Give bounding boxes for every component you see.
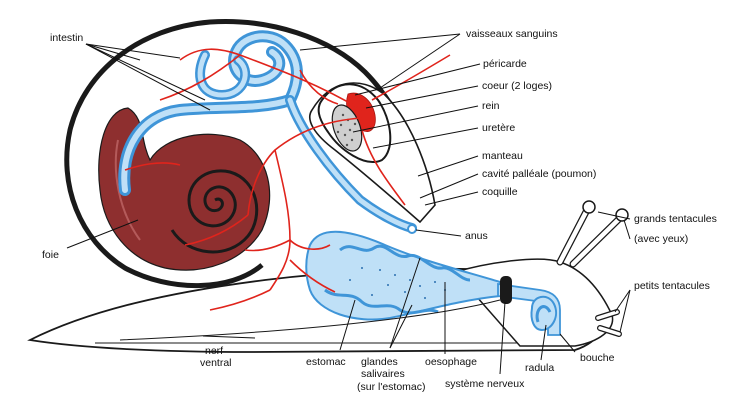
label-petits-tentacules: petits tentacules: [634, 280, 710, 292]
label-coeur: coeur (2 loges): [482, 80, 552, 92]
label-grands-tentacules-1: grands tentacules: [634, 213, 717, 225]
label-nerf: nerf: [205, 345, 223, 357]
great-tentacle-left-inner: [557, 207, 590, 265]
label-sur-estomac: (sur l'estomac): [357, 381, 426, 393]
nerve-ring: [500, 276, 512, 304]
ventral-nerve: [119, 299, 501, 341]
eye-right: [615, 208, 629, 222]
label-bouche: bouche: [580, 352, 615, 364]
liver-highlight: [114, 139, 141, 241]
label-ventral: ventral: [200, 357, 232, 369]
radula: [535, 305, 552, 323]
label-oesophage: oesophage: [425, 356, 477, 368]
salivary-glands: [339, 244, 471, 282]
label-pericarde: péricarde: [483, 58, 527, 70]
salivary-glands-lower: [324, 288, 439, 315]
intestine-inner: [121, 33, 300, 193]
label-radula: radula: [525, 362, 554, 374]
label-coquille: coquille: [482, 186, 518, 198]
label-glandes: glandes: [361, 356, 398, 368]
small-tentacle-lower-inner: [598, 326, 621, 336]
label-manteau: manteau: [482, 150, 523, 162]
great-tentacle-right-inner: [570, 215, 623, 267]
label-foie: foie: [42, 249, 59, 261]
rectum-inner: [287, 97, 415, 231]
label-systeme-nerveux: système nerveux: [445, 378, 525, 390]
label-vaisseaux-sanguins: vaisseaux sanguins: [466, 28, 558, 40]
label-estomac: estomac: [306, 356, 346, 368]
eye-left: [582, 200, 596, 214]
kidney: [331, 104, 363, 152]
label-salivaires: salivaires: [361, 368, 405, 380]
label-cavite-palleale: cavité palléale (poumon): [482, 168, 596, 180]
label-uretere: uretère: [482, 122, 515, 134]
label-rein: rein: [482, 100, 500, 112]
shell-spiral: [170, 169, 259, 254]
leader-lines: [66, 33, 631, 375]
anus-opening: [407, 224, 417, 234]
blood-vessels: [124, 48, 451, 311]
label-anus: anus: [465, 230, 488, 242]
buccal-mass: [530, 295, 558, 332]
label-intestin: intestin: [50, 32, 83, 44]
intestine-loop2-inner: [197, 52, 248, 98]
label-grands-tentacules-2: (avec yeux): [634, 233, 688, 245]
small-tentacle-upper-inner: [596, 310, 619, 320]
